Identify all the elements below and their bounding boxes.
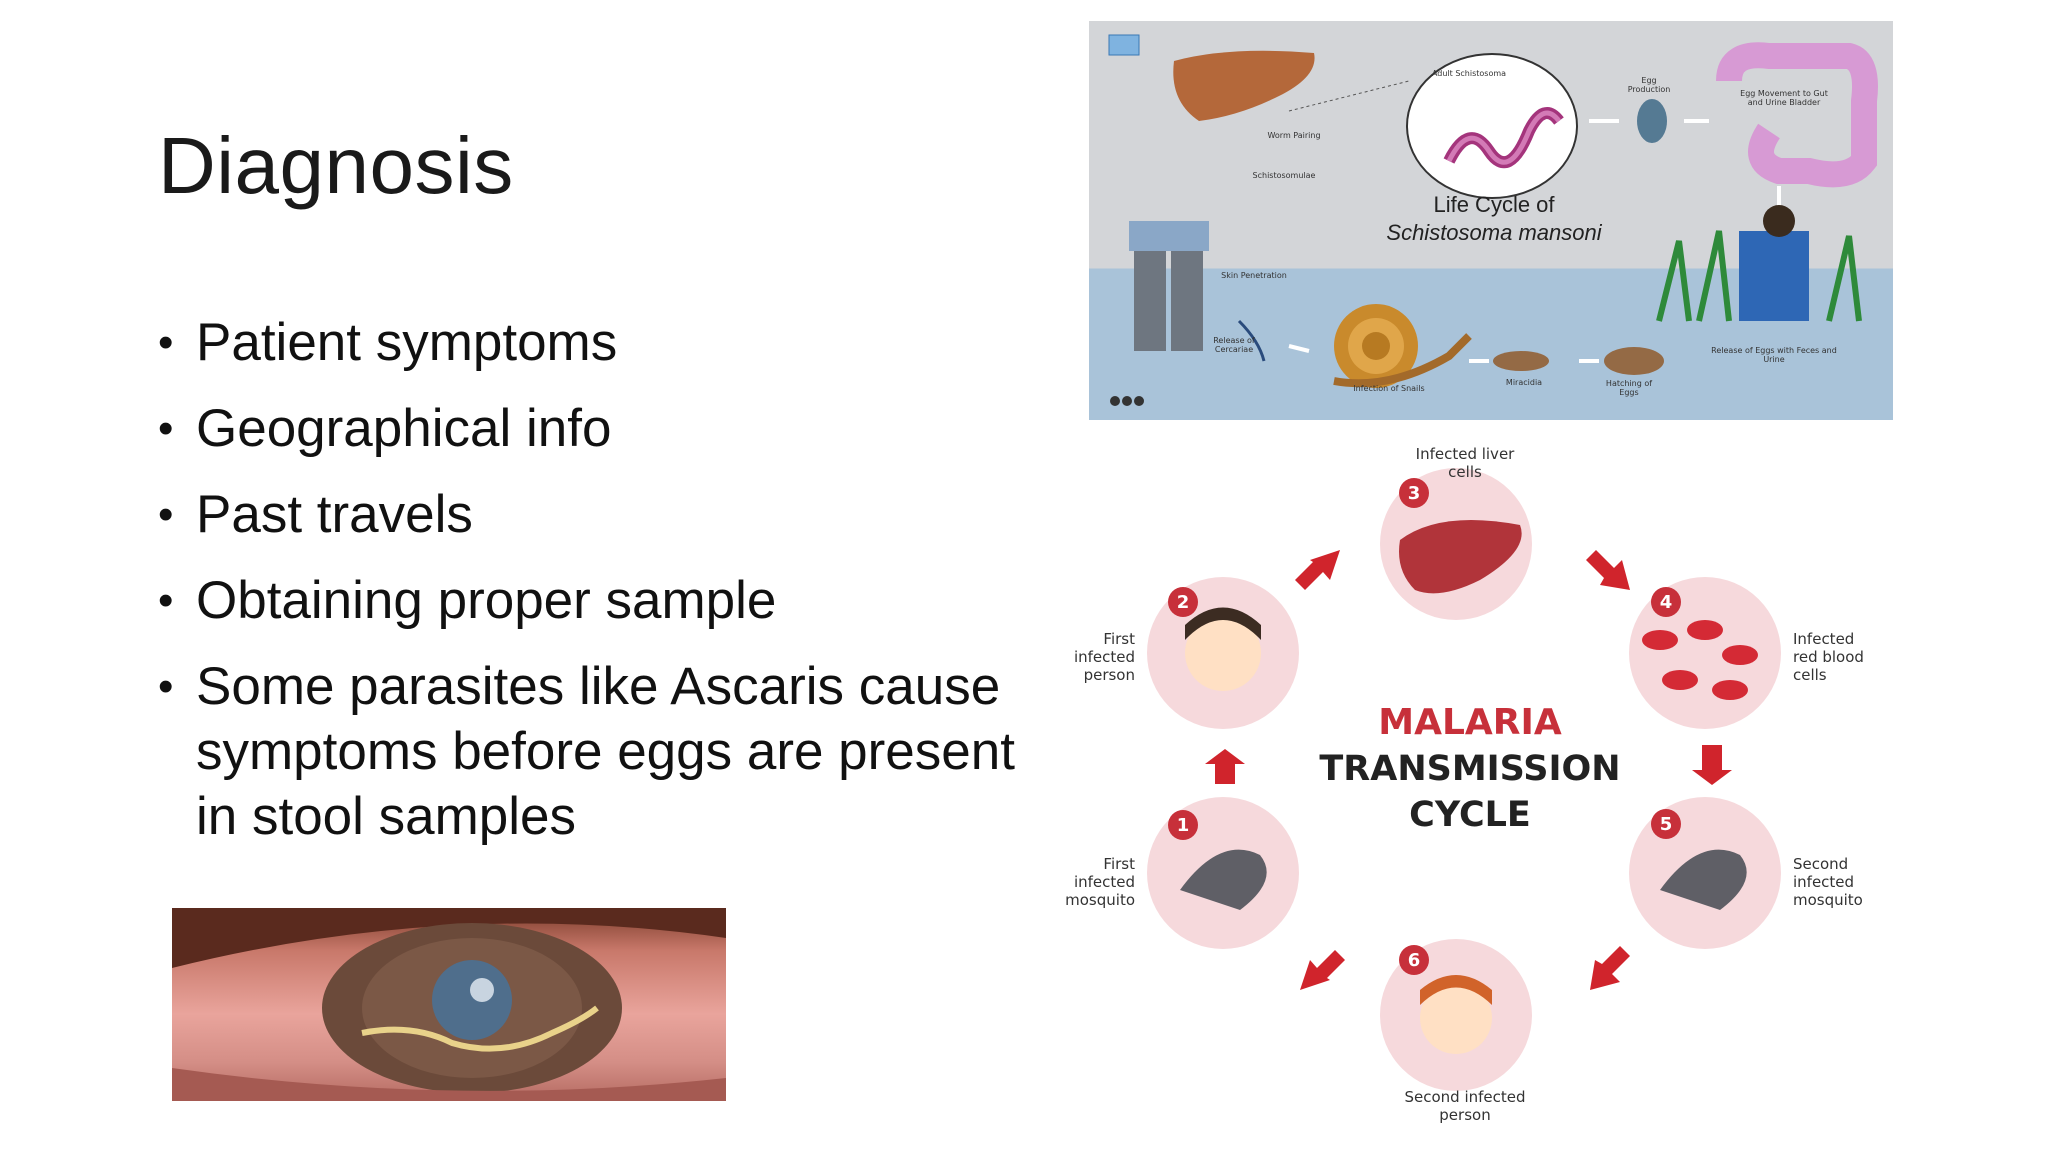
stage-label-3: Infected liver cells [1415,445,1515,481]
label-schistosomulae: Schistosomulae [1252,171,1316,180]
bullet-item: Obtaining proper sample [158,568,1038,633]
schisto-title: Life Cycle of Schistosoma mansoni [1329,191,1659,247]
stage-number-6: 6 [1408,950,1421,971]
stage-number-5: 5 [1660,814,1673,835]
stage-label-5: Second infected mosquito [1793,855,1863,909]
label-adult-schistosoma: Adult Schistosoma [1431,69,1507,78]
arrow-upright-icon [1295,550,1340,590]
arrow-downright-icon [1586,550,1630,590]
label-miracidia: Miracidia [1505,378,1543,387]
label-worm-pairing: Worm Pairing [1267,131,1321,140]
arrow-upleft-icon [1300,950,1345,990]
malaria-title-line2: TRANSMISSION [1319,749,1621,789]
label-release-cercariae: Release of Cercariae [1213,336,1255,354]
stage-label-6: Second infected person [1404,1088,1526,1124]
bullet-list: Patient symptoms Geographical info Past … [158,310,1038,870]
schistosoma-life-cycle-figure: Adult Schistosoma Egg Production Egg Mov… [1089,21,1893,420]
stage-label-4: Infected red blood cells [1793,630,1864,684]
arrow-downleft-icon [1590,946,1630,990]
stage-number-2: 2 [1177,592,1190,613]
stage-circle-6 [1380,939,1532,1091]
slide-title: Diagnosis [158,121,514,210]
stage-circle-1 [1147,797,1299,949]
eye-illustration [172,908,726,1101]
stage-circle-5 [1629,797,1781,949]
bullet-item: Some parasites like Ascaris cause sympto… [158,654,1038,849]
stage-label-2: First infected person [1073,630,1135,684]
stage-circle-2 [1147,577,1299,729]
stage-circle-4 [1629,577,1781,729]
arrow-up-icon [1205,749,1245,784]
malaria-title: MALARIA TRANSMISSION CYCLE [1300,700,1640,838]
schisto-illustration [1108,34,1878,406]
schisto-title-line2: Schistosoma mansoni [1386,220,1602,245]
label-hatching-eggs: Hatching of Eggs [1605,379,1653,397]
label-infection-snails: Infection of Snails [1353,384,1425,393]
stage-circle-3 [1380,468,1532,620]
stage-number-4: 4 [1660,592,1673,613]
eye-worm-photo [172,908,726,1101]
label-egg-movement: Egg Movement to Gut and Urine Bladder [1740,89,1828,107]
malaria-title-line1: MALARIA [1378,702,1562,743]
malaria-cycle-figure: 1 2 3 4 5 6 [1147,468,1781,1091]
schisto-title-line1: Life Cycle of [1433,192,1555,217]
label-skin-penetration: Skin Penetration [1221,271,1287,280]
arrow-down-icon [1692,745,1732,785]
stage-number-1: 1 [1177,815,1190,836]
bullet-item: Past travels [158,482,1038,547]
bullet-item: Patient symptoms [158,310,1038,375]
bullet-item: Geographical info [158,396,1038,461]
label-egg-production: Egg Production [1627,76,1671,94]
stage-label-1: First infected mosquito [1065,855,1135,909]
label-release-eggs: Release of Eggs with Feces and Urine [1711,346,1837,364]
stage-number-3: 3 [1408,483,1421,504]
malaria-title-line3: CYCLE [1409,795,1531,835]
